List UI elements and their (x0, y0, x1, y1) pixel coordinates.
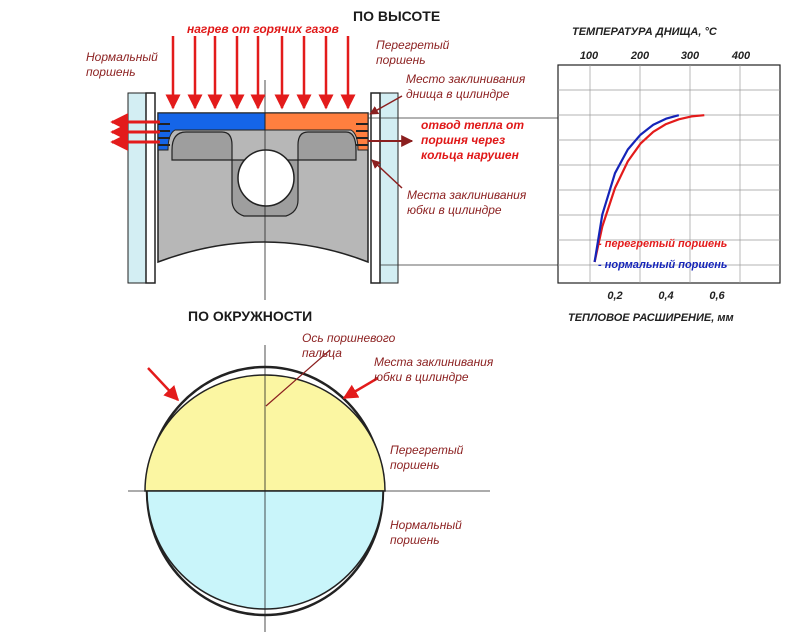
chart-frame (557, 64, 781, 284)
pin-axis-pointer (265, 349, 331, 407)
title-by-height: ПО ВЫСОТЕ (353, 8, 441, 24)
cylinder-wall-right (379, 92, 399, 284)
top-tick-200: 200 (630, 50, 650, 62)
cylinder-wall-left-inner (145, 92, 156, 284)
series-line-normal (593, 114, 680, 263)
piston-pin-bore (237, 149, 295, 207)
chart-grid (558, 65, 780, 283)
legend-overheated: - перегретый поршень (598, 238, 728, 250)
heat-flow-arrows-left (110, 113, 160, 151)
bottom-tick-02: 0,2 (607, 290, 623, 302)
top-tick-100: 100 (579, 50, 599, 62)
cylinder-wall-right-inner (370, 92, 381, 284)
top-tick-400: 400 (731, 50, 751, 62)
callout-crown-seizure (369, 95, 403, 115)
chart-series (593, 114, 705, 263)
arrow-seizure-right (342, 376, 379, 400)
callout-skirt-seizure (371, 159, 403, 189)
heating-arrows (165, 36, 356, 110)
chart-title: ТЕМПЕРАТУРА ДНИЩА, °С (572, 26, 717, 38)
temperature-expansion-chart (557, 64, 781, 284)
top-tick-300: 300 (680, 50, 700, 62)
legend-normal: - нормальный поршень (598, 259, 728, 271)
label-heating: нагрев от горячих газов (187, 22, 339, 36)
bottom-tick-06: 0,6 (709, 290, 725, 302)
title-by-circumference: ПО ОКРУЖНОСТИ (188, 308, 313, 324)
bottom-tick-04: 0,4 (658, 290, 674, 302)
series-line-overheated (593, 114, 705, 263)
piston-crown-normal (157, 112, 266, 151)
piston-circumference (128, 345, 490, 632)
chart-xlabel: ТЕПЛОВОЕ РАСШИРЕНИЕ, мм (568, 312, 734, 324)
arrow-seizure-left (147, 367, 180, 402)
